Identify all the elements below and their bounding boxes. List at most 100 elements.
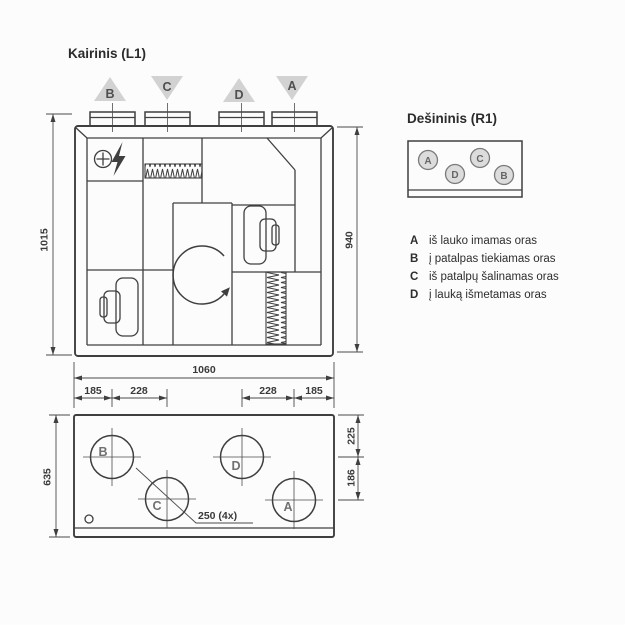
screw-terminal-cross [96, 152, 110, 166]
bottom-view-dimensions: 635 225 186 [42, 414, 364, 538]
hole-C [144, 476, 190, 522]
dim-arrow-icon [104, 395, 112, 401]
cabinet-lid [74, 126, 334, 139]
airflow-legend: A iš lauko imamas oras B į patalpas tiek… [410, 235, 559, 301]
leader-line [135, 467, 253, 524]
arrow-down-icon [276, 76, 308, 100]
cabinet-outline [74, 125, 334, 357]
motor-hub [259, 218, 277, 252]
dim-arrow-icon [286, 395, 294, 401]
dim-arrow-icon [74, 375, 82, 381]
hole-label: D [231, 459, 240, 473]
r1-port-circle [444, 163, 466, 185]
motor-body [115, 277, 139, 337]
r1-port-label: A [424, 156, 431, 167]
rotation-arrowhead [221, 287, 230, 297]
r1-port-label: B [500, 171, 507, 182]
r1-box-outline [407, 140, 523, 198]
hole-diameter-callout: 250 (4x) [135, 467, 253, 524]
hole-diameter-label: 250 (4x) [198, 510, 237, 522]
hole-A [271, 477, 317, 523]
fan-motor-right [243, 205, 280, 265]
connection-holes: B C D A [83, 428, 323, 529]
dim-width-label: 1060 [192, 364, 216, 376]
arrow-down-icon [151, 76, 183, 100]
dim-sub-label: 228 [259, 385, 277, 397]
dim-arrow-icon [294, 395, 302, 401]
rotation-arrow-icon [172, 245, 225, 305]
dim-sub-label: 185 [84, 385, 102, 397]
port-label: C [162, 80, 171, 94]
fixing-hole [84, 514, 94, 524]
dim-arrow-icon [355, 415, 361, 423]
hole-D [219, 434, 265, 480]
dim-arrow-icon [355, 457, 361, 465]
r1-port-circle [493, 164, 515, 186]
legend-text: į patalpas tiekiamas oras [429, 253, 556, 265]
dim-body-height-label: 940 [344, 231, 356, 249]
base-plate-outline [73, 414, 335, 538]
hole-B [89, 434, 135, 480]
legend-text: į lauką išmetamas oras [429, 289, 547, 301]
motor-cap [271, 224, 280, 246]
dim-sub-label: 228 [130, 385, 148, 397]
dim-depth-label: 635 [42, 468, 54, 486]
r1-port-circle [417, 149, 439, 171]
dim-mid-spacing-label: 186 [346, 469, 358, 487]
rotary-heat-exchanger [172, 202, 233, 345]
legend-text: iš lauko imamas oras [429, 235, 537, 247]
lightning-bolt-icon [111, 142, 126, 176]
dim-arrow-icon [355, 449, 361, 457]
port-label: D [234, 88, 243, 102]
dim-arrow-icon [326, 375, 334, 381]
dim-arrow-icon [53, 529, 59, 537]
dim-overall-height-label: 1015 [39, 228, 51, 252]
dim-arrow-icon [50, 347, 56, 355]
port-label: A [287, 79, 296, 93]
legend-text: iš patalpų šalinamas oras [429, 271, 559, 283]
arrow-up-icon [94, 77, 126, 101]
dim-arrow-icon [50, 114, 56, 122]
r1-port-label: C [476, 154, 483, 165]
dim-arrow-icon [355, 492, 361, 500]
dim-arrow-icon [159, 395, 167, 401]
hole-label: B [98, 445, 107, 459]
port-label: B [105, 87, 114, 101]
r1-port-label: D [451, 170, 458, 181]
duct-centerlines [112, 103, 295, 132]
duct-stubs [89, 103, 318, 132]
width-dimensions: 1060 185 228 228 185 [73, 362, 335, 408]
dim-line-635 [49, 414, 70, 538]
arrow-up-icon [223, 78, 255, 102]
front-view-title: Kairinis (L1) [68, 46, 146, 61]
legend-key: A [410, 235, 418, 247]
dim-arrow-icon [74, 395, 82, 401]
r1-port-circle [469, 147, 491, 169]
front-view-dimensions: 1015 940 [39, 113, 363, 356]
side-view-r1: Dešininis (R1) A D C B [407, 111, 523, 198]
screw-terminal-icon [93, 149, 113, 169]
dim-sub-label: 185 [305, 385, 323, 397]
dim-arrow-icon [354, 127, 360, 135]
dim-arrow-icon [354, 344, 360, 352]
motor-hub [103, 290, 121, 324]
dim-line-940 [337, 126, 363, 353]
horizontal-coil-strip [144, 163, 203, 179]
dim-top-offset-label: 225 [346, 427, 358, 445]
dim-extension-lines [73, 362, 335, 408]
hole-crosshairs [83, 428, 323, 529]
cabinet-inner-walls [86, 138, 322, 346]
airflow-arrow-icons: B C D A [94, 76, 308, 102]
bottom-view: B C D A 250 (4x) 635 225 186 [42, 414, 364, 538]
legend-key: B [410, 253, 418, 265]
front-view: Kairinis (L1) B C D A [39, 46, 363, 357]
motor-body [243, 205, 267, 265]
fan-motor-left [99, 277, 139, 337]
dim-arrow-icon [326, 395, 334, 401]
hole-label: A [283, 500, 292, 514]
dim-arrow-icon [53, 415, 59, 423]
legend-key: D [410, 289, 418, 301]
vertical-coil-strip [265, 271, 287, 345]
